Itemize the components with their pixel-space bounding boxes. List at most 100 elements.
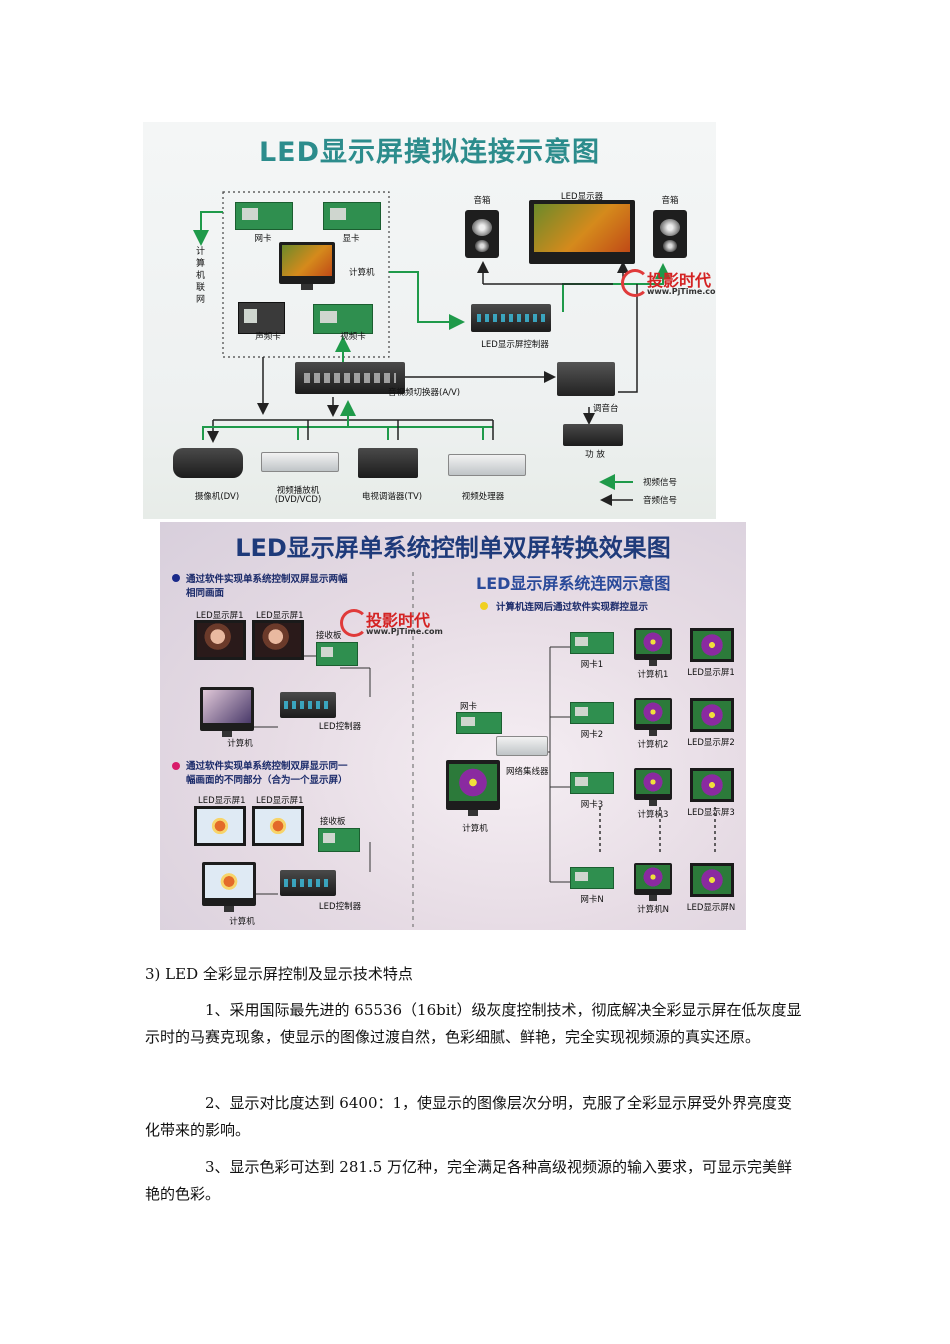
label-speaker-left: 音箱 bbox=[473, 196, 491, 206]
left-heading1-line2: 相同画面 bbox=[186, 588, 225, 599]
pjtime-logo: 投影时代 www.PjTime.com bbox=[340, 607, 450, 641]
paragraph-1: 1、采用国际最先进的 65536（16bit）级灰度控制技术，彻底解决全彩显示屏… bbox=[145, 1001, 802, 1046]
sound-card-icon bbox=[238, 302, 285, 334]
diagram-title: LED显示屏摸拟连接示意图 bbox=[258, 137, 601, 168]
led-screen-icon bbox=[194, 806, 246, 846]
label-screen2: LED显示屏1 bbox=[256, 611, 304, 621]
right-subheading: 计算机连网后通过软件实现群控显示 bbox=[496, 602, 649, 613]
led-controller-icon bbox=[280, 692, 336, 718]
computer-monitor-icon bbox=[634, 628, 672, 666]
label-pc-row: 计算机N bbox=[637, 905, 669, 915]
led-screen-icon bbox=[690, 628, 734, 662]
label-pc-row: 计算机1 bbox=[637, 670, 669, 680]
label-screen4: LED显示屏1 bbox=[256, 796, 304, 806]
speaker-left-icon bbox=[465, 210, 499, 258]
diagram-title: LED显示屏单系统控制单双屏转换效果图 bbox=[235, 534, 671, 562]
speaker-right-icon bbox=[653, 210, 687, 258]
label-nic-row: 网卡N bbox=[580, 895, 604, 905]
led-controller-icon bbox=[280, 870, 336, 896]
label-pc-row: 计算机3 bbox=[637, 810, 669, 820]
left-heading1-line1: 通过软件实现单系统控制双屏显示两幅 bbox=[186, 574, 348, 585]
bullet-icon bbox=[480, 602, 488, 610]
network-card-icon bbox=[570, 632, 614, 654]
label-video-processor: 视频处理器 bbox=[461, 492, 505, 502]
computer-monitor-icon bbox=[202, 862, 256, 912]
network-card-icon bbox=[456, 712, 502, 734]
label-graphics-card: 显卡 bbox=[342, 234, 360, 244]
label-nic-row: 网卡1 bbox=[580, 660, 604, 670]
label-computer: 计算机 bbox=[349, 268, 375, 278]
led-controller-icon bbox=[471, 304, 551, 332]
left-heading2-line1: 通过软件实现单系统控制双屏显示同一 bbox=[186, 761, 348, 772]
led-screen-icon bbox=[690, 768, 734, 802]
computer-monitor-icon bbox=[279, 242, 335, 290]
label-screen1: LED显示屏1 bbox=[196, 611, 244, 621]
label-computer-network: 计算机联网 bbox=[196, 247, 206, 305]
label-mixer: 调音台 bbox=[593, 404, 619, 414]
paragraph-2: 2、显示对比度达到 6400：1，使显示的图像层次分明，克服了全彩显示屏受外界亮… bbox=[145, 1094, 793, 1139]
receiver-card-icon bbox=[318, 828, 360, 852]
label-led-row: LED显示屏2 bbox=[687, 738, 735, 748]
label-led-row: LED显示屏3 bbox=[687, 808, 735, 818]
mixer-icon bbox=[557, 362, 615, 396]
led-display-icon bbox=[529, 200, 635, 264]
led-screen-icon bbox=[690, 863, 734, 897]
label-led-controller: LED显示屏控制器 bbox=[481, 340, 549, 350]
label-controller: LED控制器 bbox=[318, 722, 362, 732]
connection-lines bbox=[193, 191, 671, 506]
label-nic-row: 网卡3 bbox=[580, 800, 604, 810]
label-video-card: 视频卡 bbox=[340, 332, 366, 342]
tv-tuner-icon bbox=[358, 448, 418, 478]
network-lines bbox=[250, 572, 716, 927]
network-card-icon bbox=[570, 702, 614, 724]
label-computer: 计算机 bbox=[227, 739, 253, 749]
video-card-icon bbox=[313, 304, 373, 334]
label-controller2: LED控制器 bbox=[318, 902, 362, 912]
led-screen-icon bbox=[194, 620, 246, 660]
label-screen3: LED显示屏1 bbox=[198, 796, 246, 806]
bullet-icon bbox=[172, 762, 180, 770]
label-receiver: 接收板 bbox=[316, 631, 342, 641]
computer-monitor-icon bbox=[634, 698, 672, 736]
amplifier-icon bbox=[563, 424, 623, 446]
label-led-display: LED显示器 bbox=[560, 192, 604, 202]
label-amplifier: 功 放 bbox=[585, 450, 605, 460]
label-camcorder: 摄像机(DV) bbox=[194, 492, 240, 502]
led-screen-icon bbox=[690, 698, 734, 732]
video-processor-icon bbox=[448, 454, 526, 476]
legend-video: 视频信号 bbox=[643, 478, 678, 488]
pjtime-logo: 投影时代 www.PjTime.com bbox=[621, 267, 716, 301]
paragraph-3: 3、显示色彩可达到 281.5 万亿种，完全满足各种高级视频源的输入要求，可显示… bbox=[145, 1158, 793, 1203]
label-computer: 计算机 bbox=[462, 824, 488, 834]
left-heading2-line2: 幅画面的不同部分（合为一个显示屏） bbox=[186, 775, 348, 786]
label-network-card: 网卡 bbox=[254, 234, 272, 244]
computer-monitor-icon bbox=[446, 760, 500, 816]
network-card-icon bbox=[235, 202, 293, 230]
label-player-line2: (DVD/VCD) bbox=[274, 495, 322, 505]
computer-monitor-icon bbox=[634, 863, 672, 901]
label-speaker-right: 音箱 bbox=[661, 196, 679, 206]
label-receiver2: 接收板 bbox=[320, 817, 346, 827]
section-heading: 3) LED 全彩显示屏控制及显示技术特点 bbox=[145, 965, 413, 983]
network-card-icon bbox=[570, 867, 614, 889]
network-hub-icon bbox=[496, 736, 548, 756]
network-card-icon bbox=[570, 772, 614, 794]
label-computer2: 计算机 bbox=[229, 917, 255, 927]
label-led-row: LED显示屏1 bbox=[687, 668, 735, 678]
video-player-icon bbox=[261, 452, 339, 472]
av-switcher-icon bbox=[295, 362, 405, 394]
bullet-icon bbox=[172, 574, 180, 582]
computer-monitor-icon bbox=[200, 687, 254, 737]
label-player-line1: 视频播放机 bbox=[276, 486, 320, 496]
led-dual-screen-diagram: LED显示屏单系统控制单双屏转换效果图 通过软件实现单系统控制双屏显示两幅 相同… bbox=[160, 522, 746, 930]
right-heading: LED显示屏系统连网示意图 bbox=[476, 574, 671, 593]
graphics-card-icon bbox=[323, 202, 381, 230]
camcorder-icon bbox=[173, 448, 243, 478]
receiver-card-icon bbox=[316, 642, 358, 666]
computer-monitor-icon bbox=[634, 768, 672, 806]
label-tv-tuner: 电视调谐器(TV) bbox=[361, 492, 423, 502]
label-pc-row: 计算机2 bbox=[637, 740, 669, 750]
label-nic: 网卡 bbox=[460, 702, 478, 712]
label-led-row: LED显示屏N bbox=[686, 903, 736, 913]
legend-audio: 音频信号 bbox=[643, 496, 678, 506]
